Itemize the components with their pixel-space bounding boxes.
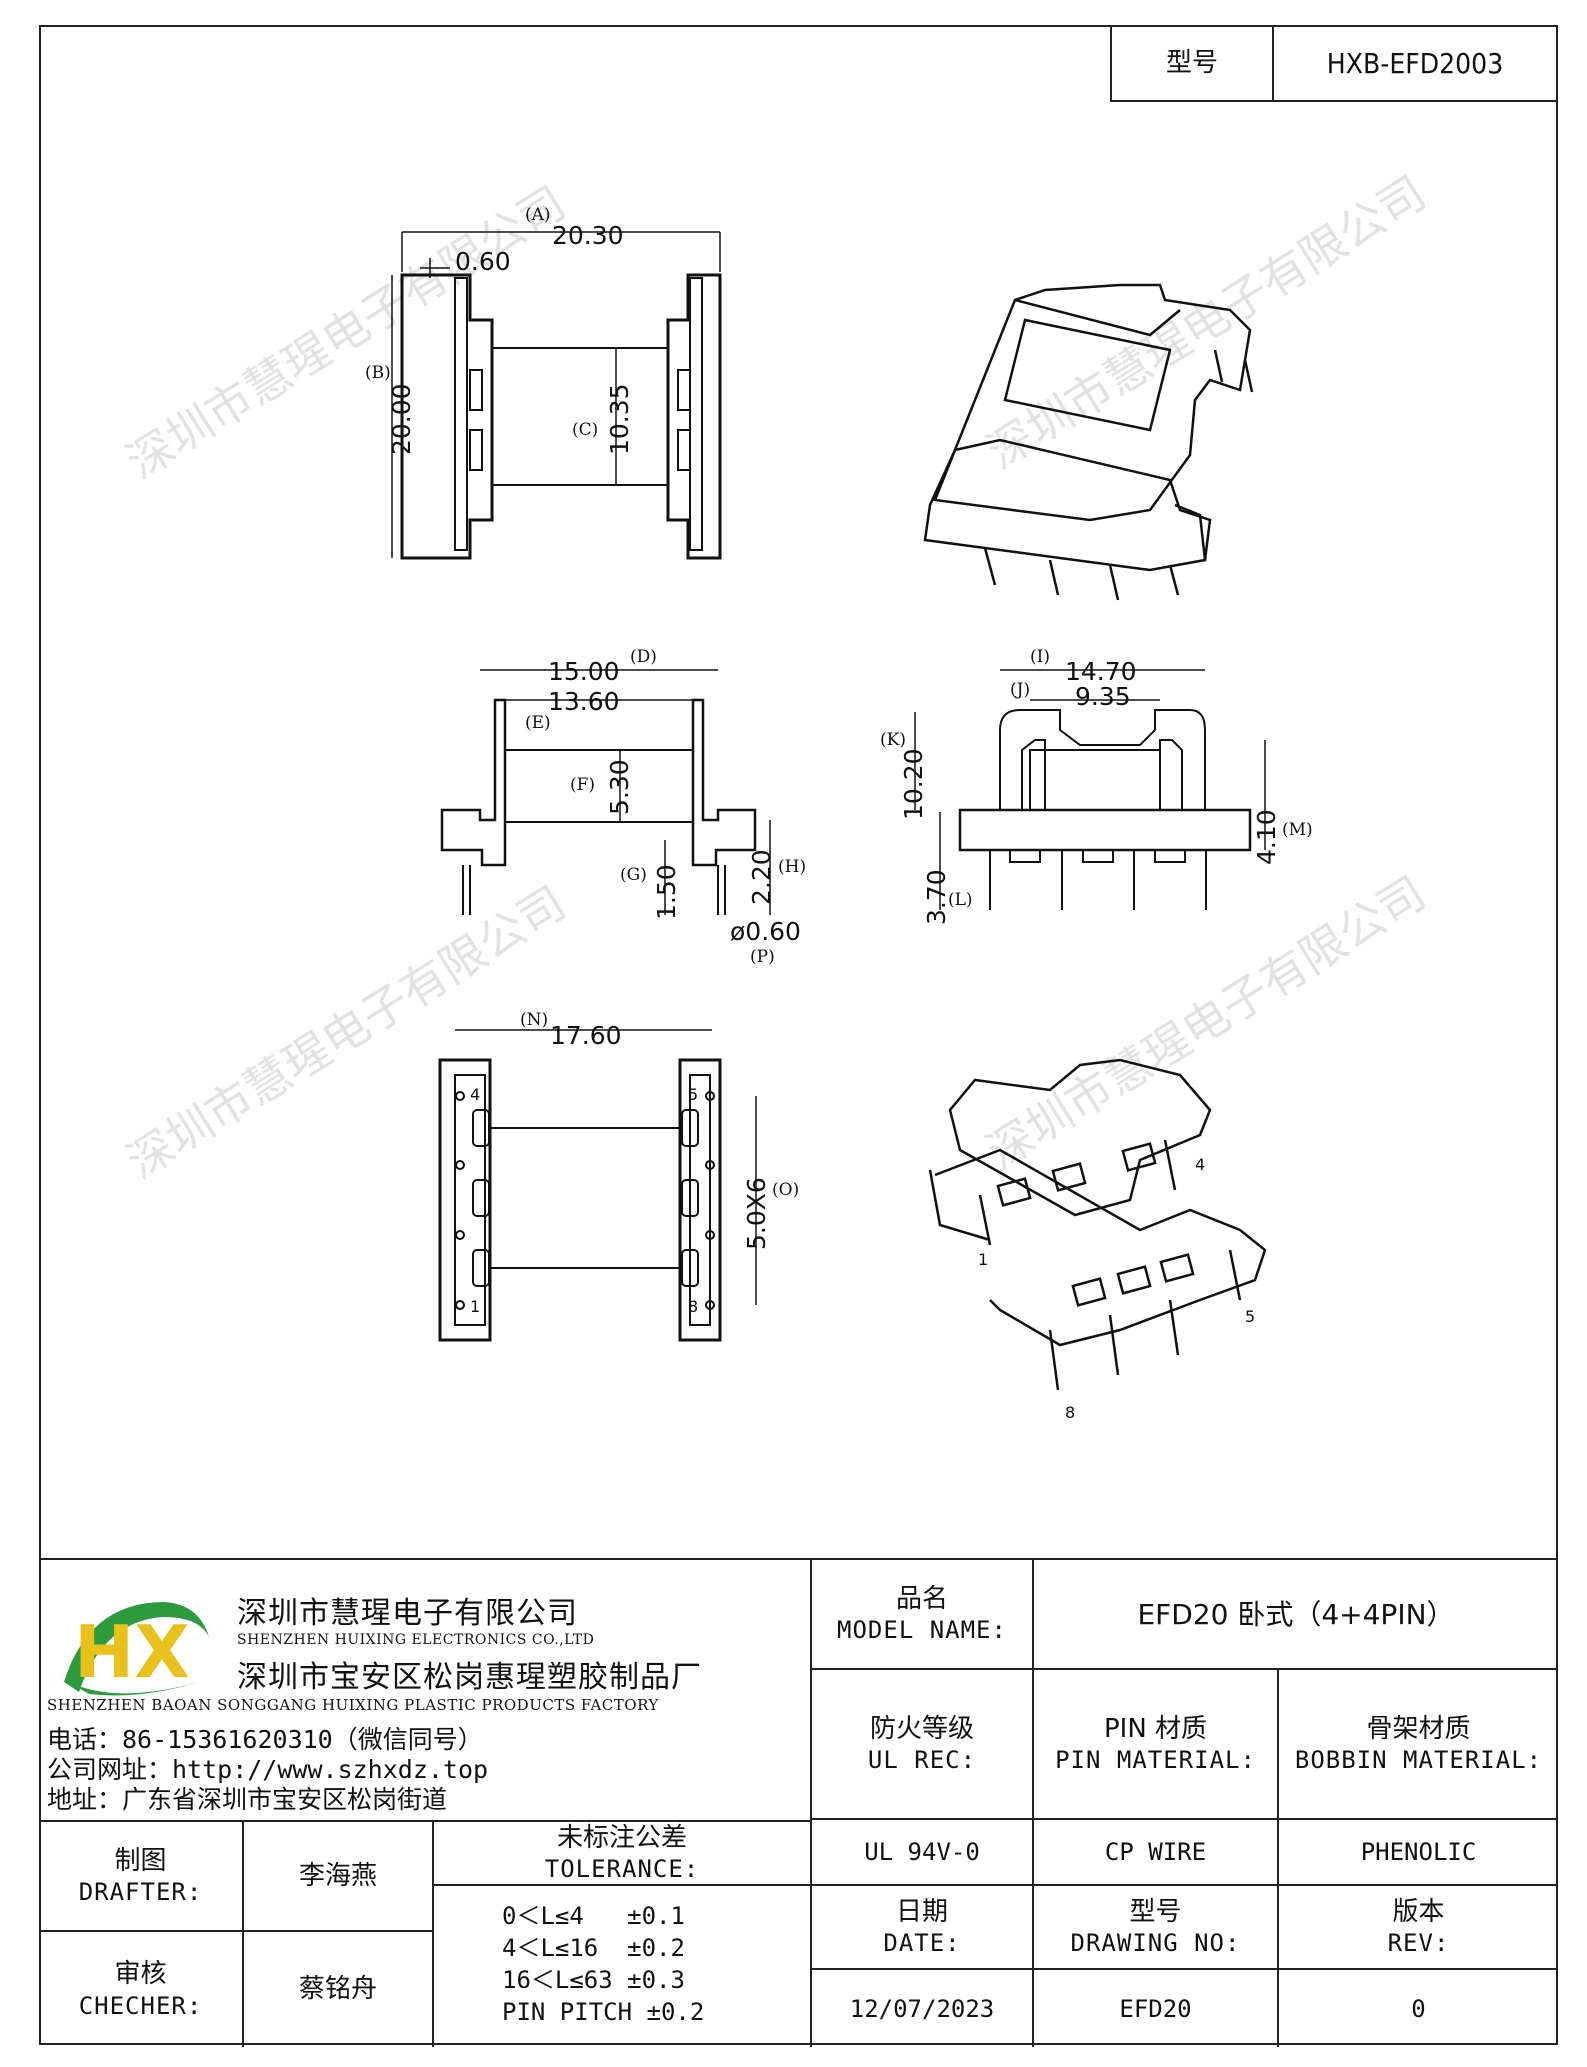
dim-value-060: 0.60 (455, 247, 511, 276)
company-name-cn: 深圳市慧瑆电子有限公司 (237, 1596, 578, 1631)
tolerance-table: 0＜L≤4 ±0.1 4＜L≤16 ±0.2 16＜L≤63 ±0.3 PIN … (434, 1886, 812, 2047)
dim-label-m: (M) (1282, 820, 1313, 840)
pin-material-value: CP WIRE (1034, 1820, 1279, 1886)
watermark-text: 深圳市慧瑆电子有限公司 (977, 165, 1435, 479)
drafter-value: 李海燕 (244, 1820, 434, 1932)
model-name-value: EFD20 卧式（4+4PIN） (1034, 1560, 1558, 1670)
flame-rating-value: UL 94V-0 (812, 1820, 1034, 1886)
dim-label-j: (J) (1010, 680, 1030, 700)
dim-value-m: 4.10 (1252, 809, 1281, 865)
dim-value-h: 2.20 (747, 849, 776, 905)
tolerance-line: PIN PITCH ±0.2 (502, 1998, 705, 2026)
factory-name-en: SHENZHEN BAOAN SONGGANG HUIXING PLASTIC … (47, 1696, 659, 1714)
dim-value-l: 3.70 (922, 869, 951, 925)
watermark-text: 深圳市慧瑆电子有限公司 (977, 865, 1435, 1179)
dim-value-i: 14.70 (1065, 657, 1137, 686)
watermark-text: 深圳市慧瑆电子有限公司 (117, 875, 575, 1189)
dim-value-b: 20.00 (387, 383, 416, 455)
dim-value-f: 5.30 (605, 759, 634, 815)
bobbin-material-label: 骨架材质 BOBBIN MATERIAL: (1279, 1670, 1558, 1820)
pin-label-8: 8 (688, 1297, 698, 1316)
drawing-no-label: 型号 DRAWING NO: (1034, 1886, 1279, 1970)
date-value: 12/07/2023 (812, 1970, 1034, 2047)
dim-label-l: (L) (948, 890, 973, 910)
iso-pin-label-4: 4 (1195, 1155, 1205, 1174)
technical-drawing: 深圳市慧瑆电子有限公司 深圳市慧瑆电子有限公司 深圳市慧瑆电子有限公司 深圳市慧… (117, 165, 1435, 1422)
logo-swoosh-bottom (59, 1677, 199, 1696)
factory-name-cn: 深圳市宝安区松岗惠瑆塑胶制品厂 (237, 1660, 702, 1695)
bottom-view: (N) 17.60 5.0X6 (O) 4 5 1 8 (438, 1010, 799, 1342)
pin-material-label: PIN 材质 PIN MATERIAL: (1034, 1670, 1279, 1820)
dim-value-p: ø0.60 (730, 917, 801, 946)
checker-value: 蔡铭舟 (244, 1932, 434, 2047)
pin-label-1: 1 (470, 1297, 480, 1316)
watermark-text: 深圳市慧瑆电子有限公司 (117, 175, 575, 489)
dim-label-f: (F) (570, 775, 595, 795)
dim-value-n: 17.60 (550, 1021, 622, 1050)
iso-pin-label-5: 5 (1245, 1307, 1255, 1326)
tolerance-line: 0＜L≤4 ±0.1 (502, 1902, 685, 1930)
dim-value-o: 5.0X6 (742, 1177, 771, 1250)
company-phone: 电话：86-15361620310（微信同号） (47, 1725, 483, 1754)
rev-value: 0 (1411, 1994, 1426, 2023)
drawing-no-value: EFD20 (1034, 1970, 1279, 2047)
iso-pin-label-1: 1 (978, 1250, 988, 1269)
dim-label-i: (I) (1030, 647, 1050, 667)
pin-label-5: 5 (688, 1085, 698, 1104)
dim-value-a: 20.30 (552, 221, 624, 250)
date-label: 日期 DATE: (812, 1886, 1034, 1970)
company-website: 公司网址：http://www.szhxdz.top (47, 1755, 489, 1784)
dim-label-k: (K) (880, 730, 906, 750)
tolerance-line: 16＜L≤63 ±0.3 (502, 1966, 685, 1994)
drafter-label: 制图 DRAFTER: (39, 1820, 244, 1932)
flame-rating-label: 防火等级 UL REC: (812, 1670, 1034, 1820)
company-block: HX 深圳市慧瑆电子有限公司 SHENZHEN HUIXING ELECTRON… (39, 1560, 812, 1820)
drawing-frame (39, 25, 1558, 2045)
dim-label-a: (A) (525, 205, 551, 225)
dim-label-h: (H) (778, 857, 806, 877)
dim-value-d: 15.00 (548, 657, 620, 686)
dim-label-c: (C) (572, 420, 598, 440)
tolerance-header: 未标注公差 TOLERANCE: (434, 1820, 812, 1886)
dim-label-o: (O) (772, 1180, 799, 1200)
dim-label-p: (P) (750, 947, 775, 967)
side-view: 15.00 (D) 13.60 (E) (F) 5.30 (G) 1.50 2.… (440, 647, 806, 967)
isometric-view-top (923, 283, 1254, 601)
dim-value-j: 9.35 (1075, 682, 1131, 711)
model-name-label: 品名 MODEL NAME: (812, 1560, 1034, 1670)
checker-label: 审核 CHECHER: (39, 1932, 244, 2047)
dim-value-k: 10.20 (899, 748, 928, 820)
iso-pin-label-8: 8 (1065, 1403, 1075, 1422)
front-view: (I) 14.70 (J) 9.35 (K) 10.20 3.70 (L) 4.… (880, 647, 1313, 925)
logo-swoosh (64, 1602, 209, 1692)
header-model-value: HXB-EFD2003 (1272, 27, 1556, 102)
tolerance-line: 4＜L≤16 ±0.2 (502, 1934, 685, 1962)
header-model-label: 型号 (1110, 27, 1272, 102)
dim-value-c: 10.35 (605, 383, 634, 455)
rev-label: 版本 REV: (1279, 1886, 1558, 1970)
dim-label-e: (E) (525, 713, 551, 733)
top-view: (A) 20.30 0.60 (B) 20.00 (C) 10.35 (365, 205, 722, 560)
company-address: 地址：广东省深圳市宝安区松岗街道 (47, 1785, 448, 1814)
isometric-view-bottom: 1 4 5 8 (928, 1058, 1267, 1422)
bobbin-material-value: PHENOLIC (1279, 1820, 1558, 1886)
company-name-en: SHENZHEN HUIXING ELECTRONICS CO.,LTD (237, 1632, 595, 1648)
dim-label-n: (N) (520, 1010, 548, 1030)
company-logo: HX (59, 1602, 209, 1696)
dim-label-b: (B) (365, 363, 391, 383)
pin-label-4: 4 (470, 1085, 480, 1104)
logo-letters: HX (74, 1610, 190, 1694)
title-block: HX 深圳市慧瑆电子有限公司 SHENZHEN HUIXING ELECTRON… (39, 1558, 1558, 2047)
dim-label-d: (D) (630, 647, 657, 667)
dim-value-g: 1.50 (652, 864, 681, 920)
dim-value-e: 13.60 (548, 687, 620, 716)
dim-label-g: (G) (620, 865, 647, 885)
